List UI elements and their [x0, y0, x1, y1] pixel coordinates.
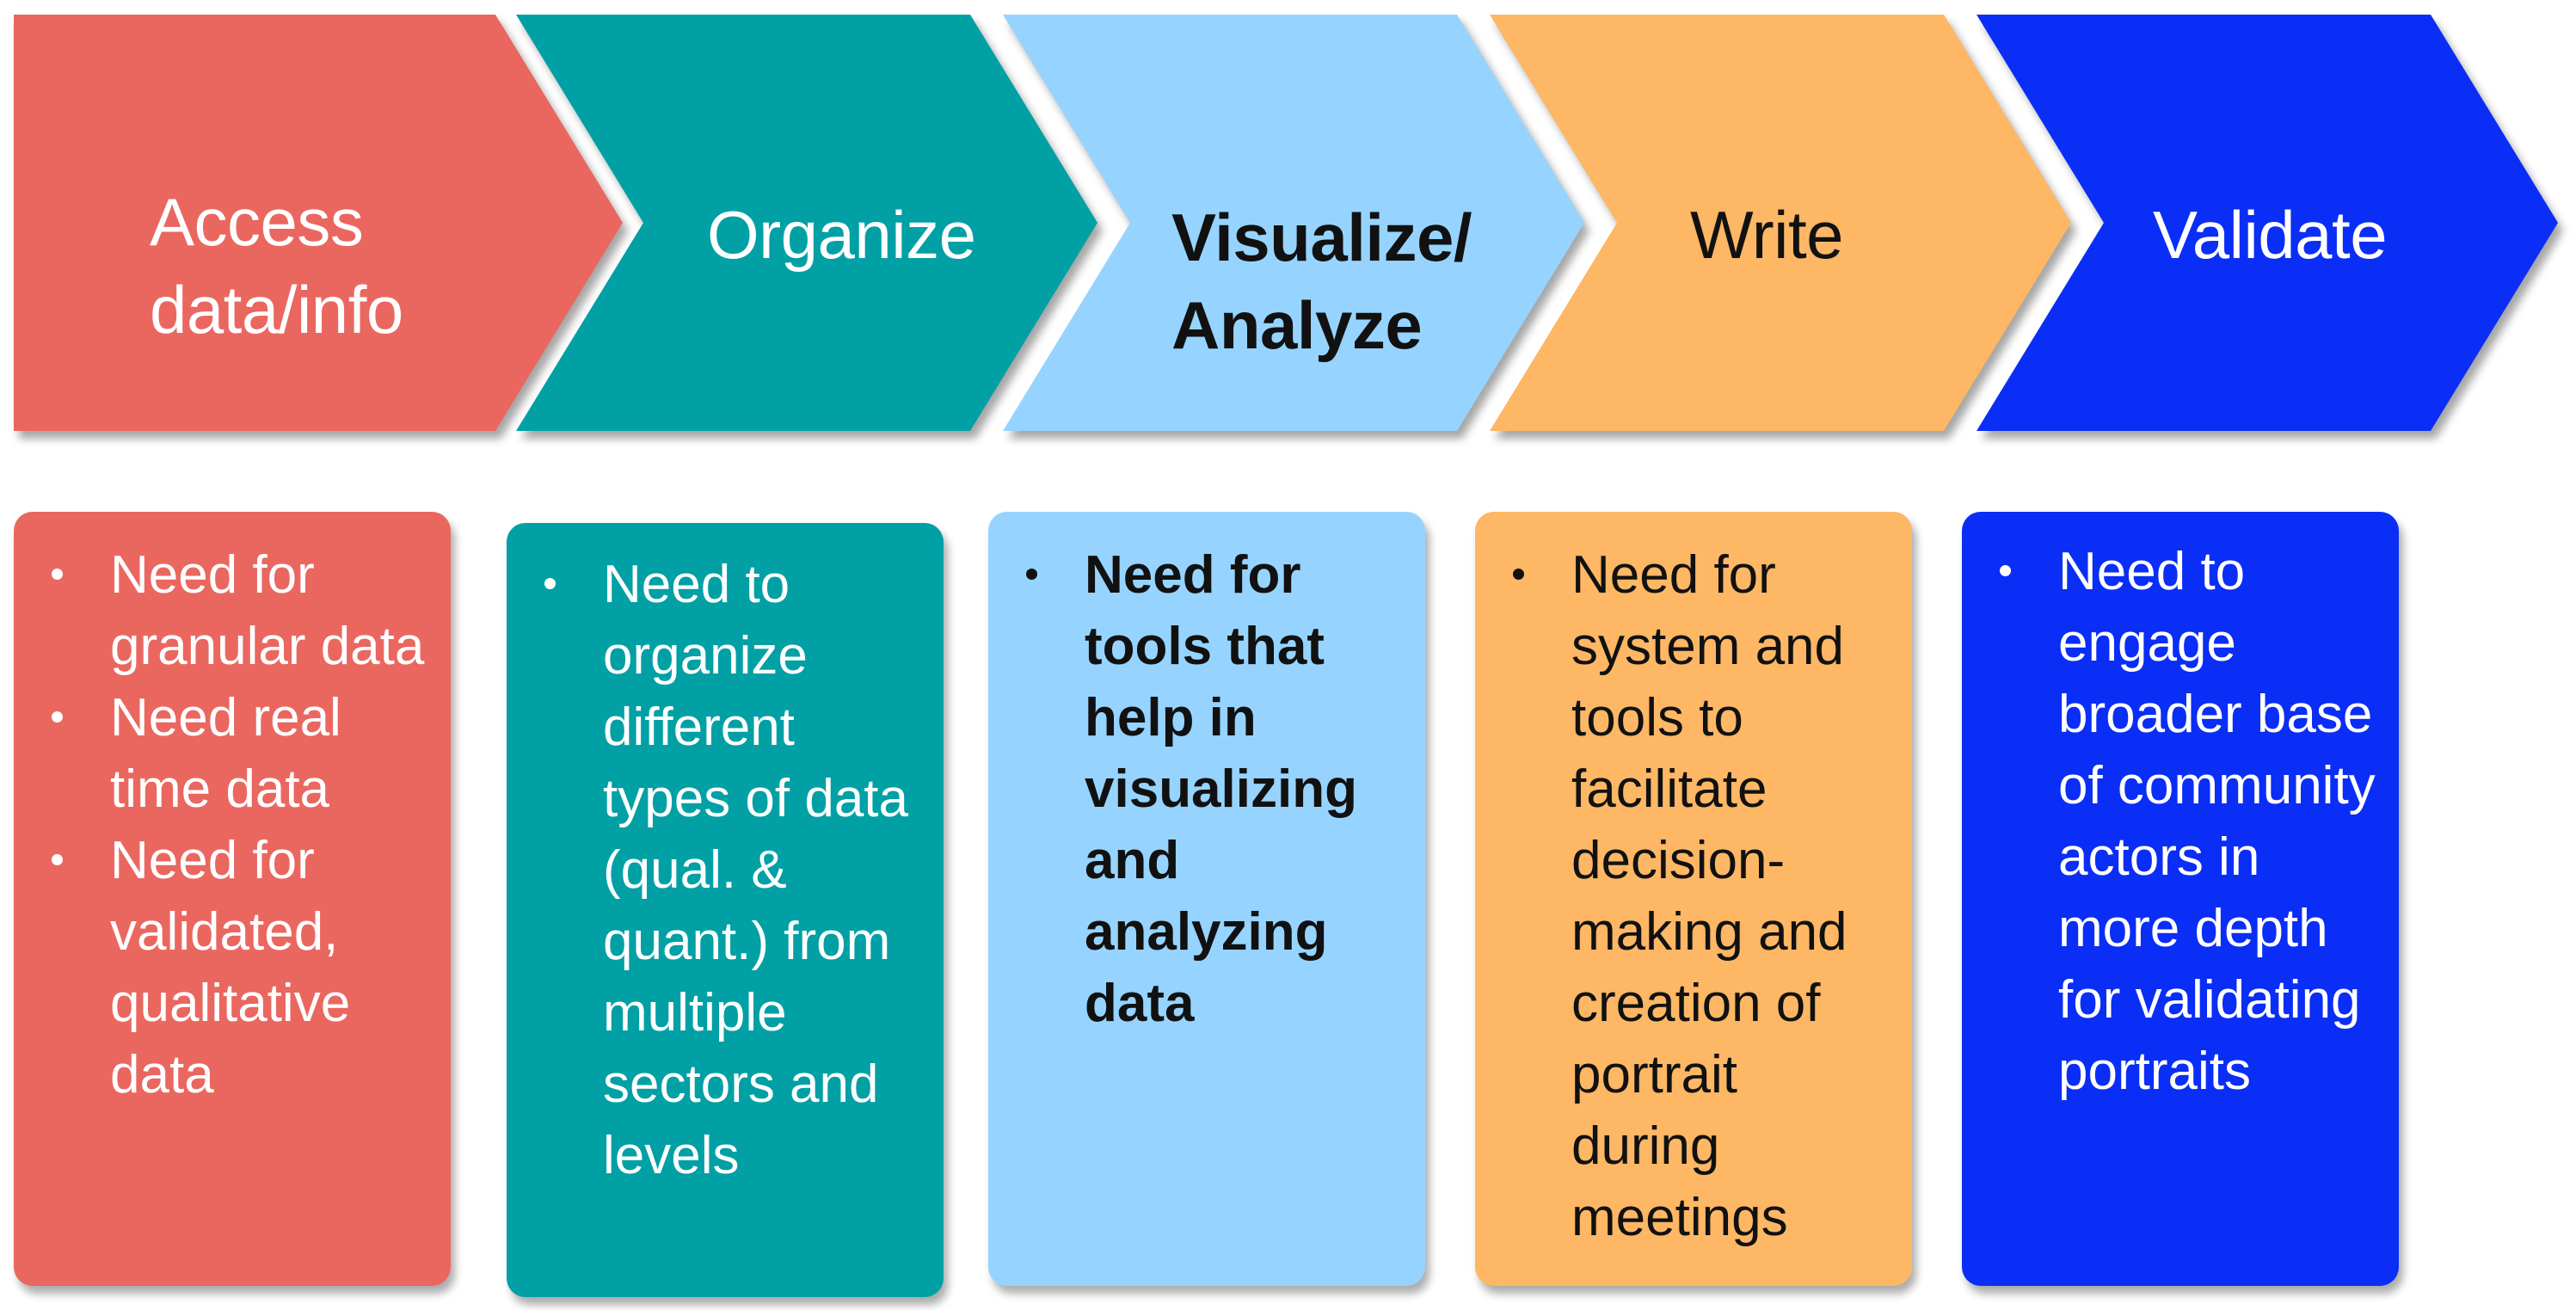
bullet-item: Need to engage broader base of community…: [2000, 536, 2387, 1107]
card-write: Need for system and tools to facilitate …: [1475, 512, 1912, 1286]
card-organize: Need to organize different types of data…: [507, 523, 944, 1297]
chevron-access-title: Access data/info: [150, 178, 403, 354]
card-write-bullets: Need for system and tools to facilitate …: [1513, 539, 1900, 1253]
chevron-organize: Organize: [516, 15, 1097, 431]
chevron-access-shape: [14, 15, 623, 431]
chevron-access: Access data/info: [14, 15, 623, 431]
chevron-validate-shape: [1977, 15, 2558, 431]
card-access-bullets: Need for granular data Need real time da…: [52, 539, 439, 1110]
bullet-item: Need for granular data: [52, 539, 439, 682]
chevron-organize-title-line: Organize: [707, 197, 976, 273]
chevron-write-shape: [1490, 15, 2071, 431]
chevron-write: Write: [1490, 15, 2071, 431]
chevron-validate-title: Validate: [2153, 191, 2388, 279]
card-visualize-bullets: Need for tools that help in visualizing …: [1026, 539, 1405, 1039]
card-access: Need for granular data Need real time da…: [14, 512, 451, 1286]
chevron-organize-title: Organize: [707, 191, 976, 279]
chevron-visualize-title: Visualize/ Analyze: [1171, 194, 1472, 369]
card-validate: Need to engage broader base of community…: [1962, 512, 2399, 1286]
chevron-access-title-line: data/info: [150, 272, 403, 347]
card-organize-bullets: Need to organize different types of data…: [544, 549, 931, 1191]
chevron-validate: Validate: [1977, 15, 2558, 431]
card-validate-bullets: Need to engage broader base of community…: [2000, 536, 2387, 1107]
chevron-validate-title-line: Validate: [2153, 197, 2388, 273]
chevron-visualize-title-line: Visualize/: [1171, 200, 1472, 275]
chevron-visualize-title-line: Analyze: [1171, 287, 1423, 363]
bullet-item: Need real time data: [52, 682, 439, 825]
bullet-item: Need for tools that help in visualizing …: [1026, 539, 1405, 1039]
chevron-write-title: Write: [1690, 191, 1844, 279]
bullet-item: Need for system and tools to facilitate …: [1513, 539, 1900, 1253]
chevron-organize-shape: [516, 15, 1097, 431]
chevron-visualize-shape: [1003, 15, 1584, 431]
chevron-visualize: Visualize/ Analyze: [1003, 15, 1584, 431]
chevron-access-title-line: Access: [150, 184, 364, 260]
card-visualize: Need for tools that help in visualizing …: [988, 512, 1425, 1286]
chevron-write-title-line: Write: [1690, 197, 1844, 273]
bullet-item: Need to organize different types of data…: [544, 549, 931, 1191]
bullet-item: Need for validated, qualitative data: [52, 825, 439, 1110]
